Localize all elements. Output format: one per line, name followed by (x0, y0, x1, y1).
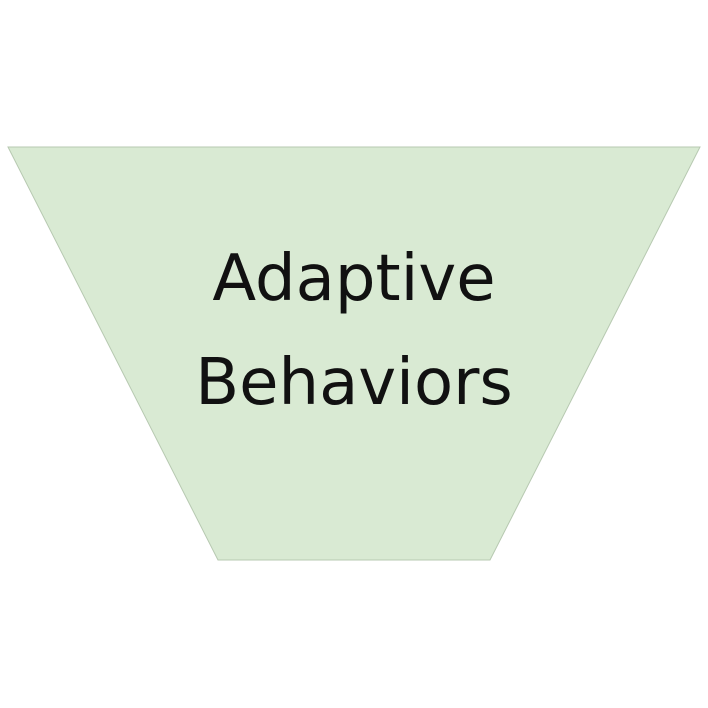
label-line-2: Behaviors (195, 346, 513, 420)
label-line-1: Adaptive (212, 242, 495, 316)
trapezoid-shape (7, 146, 701, 561)
